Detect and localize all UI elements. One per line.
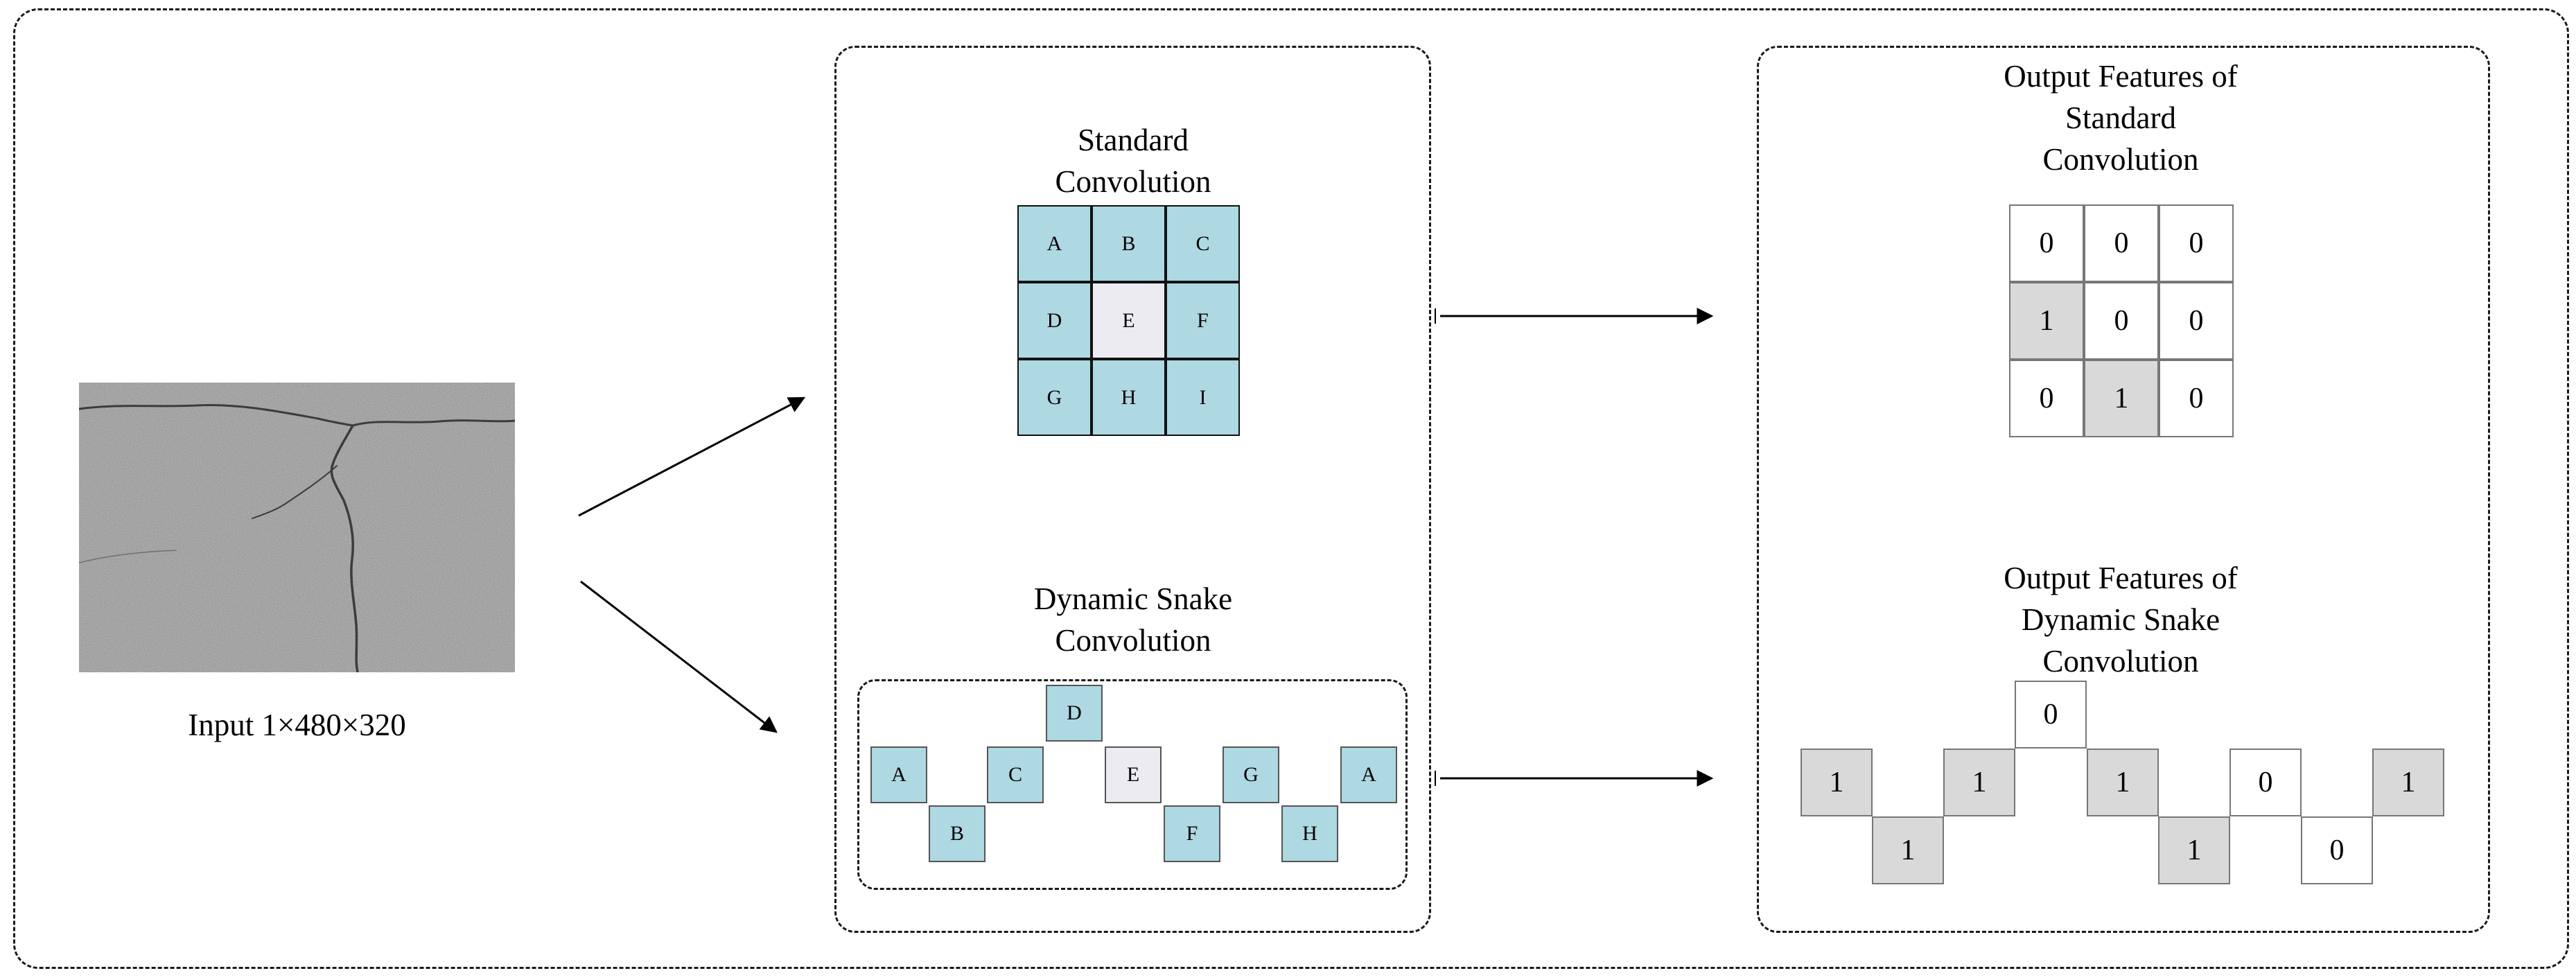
output-cell: 0 [2084, 282, 2159, 360]
outer-frame [13, 8, 2569, 969]
snake-output-cell: 0 [2229, 749, 2302, 816]
kernel-cell: G [1017, 359, 1092, 436]
snake-output-cell: 1 [1800, 749, 1873, 816]
snake-output-cell: 1 [2087, 749, 2159, 816]
snake-kernel-frame [857, 679, 1408, 890]
output-cell: 1 [2009, 282, 2084, 360]
standard-output-title: Output Features of Standard Convolution [2004, 59, 2238, 177]
snake-kernel-cell: F [1164, 805, 1220, 862]
snake-output-cell: 0 [2015, 681, 2087, 749]
kernel-cell: F [1166, 282, 1240, 359]
snake-output-cell: 0 [2301, 816, 2373, 884]
snake-kernel-cell: A [1340, 746, 1397, 803]
crack-lines [79, 404, 515, 672]
snake-output-cell: 1 [2372, 749, 2444, 816]
kernel-cell: B [1092, 205, 1166, 282]
input-caption: Input 1×480×320 [188, 708, 406, 742]
snake-kernel-cell: A [870, 746, 927, 803]
convolution-panel [834, 46, 1431, 933]
kernel-cell: C [1166, 205, 1240, 282]
snake-output-cell: 1 [1872, 816, 1944, 884]
output-cell: 0 [2009, 360, 2084, 437]
output-cell: 0 [2084, 204, 2159, 282]
arrow-to-standard-conv [578, 396, 806, 517]
snake-kernel-cell: G [1223, 746, 1279, 803]
snake-output-cell: 1 [1943, 749, 2015, 816]
output-cell: 0 [2159, 204, 2234, 282]
output-panel [1757, 46, 2490, 933]
snake-output-cell: 1 [2158, 816, 2230, 884]
kernel-cell: A [1017, 205, 1092, 282]
snake-kernel-cell: H [1281, 805, 1338, 862]
snake-kernel-cell: B [929, 805, 985, 862]
snake-kernel-cell: E [1105, 746, 1162, 803]
standard-conv-title: Standard Convolution [1055, 123, 1211, 199]
arrow-to-snake-conv [580, 580, 778, 733]
kernel-cell: E [1092, 282, 1166, 359]
output-cell: 0 [2159, 282, 2234, 360]
kernel-cell: H [1092, 359, 1166, 436]
kernel-cell: I [1166, 359, 1240, 436]
output-cell: 0 [2159, 360, 2234, 437]
snake-conv-title: Dynamic Snake Convolution [1033, 581, 1233, 658]
kernel-cell: D [1017, 282, 1092, 359]
input-image [79, 383, 515, 672]
snake-output-title: Output Features of Dynamic Snake Convolu… [2004, 561, 2238, 679]
output-cell: 0 [2009, 204, 2084, 282]
snake-kernel-cell: D [1046, 685, 1103, 742]
output-cell: 1 [2084, 360, 2159, 437]
snake-kernel-cell: C [987, 746, 1044, 803]
